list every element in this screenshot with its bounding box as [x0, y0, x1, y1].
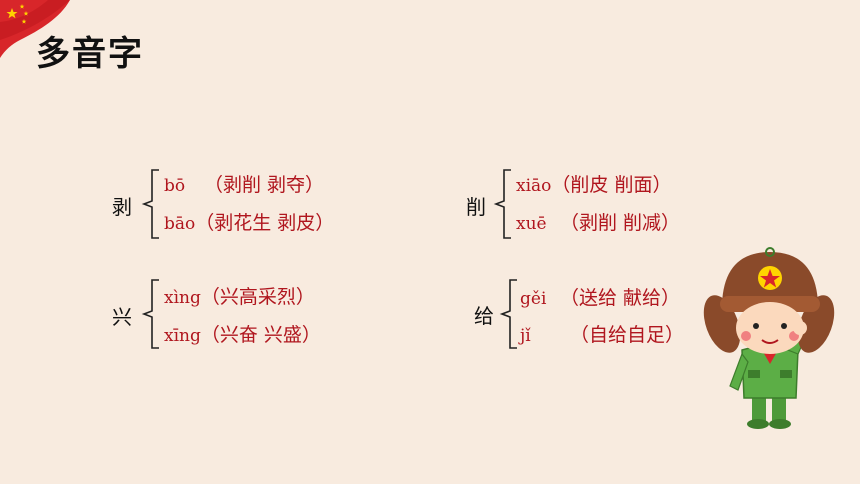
reading-line: bāo（剥花生 剥皮） [164, 208, 334, 235]
reading-line: gěi （送给 献给） [520, 283, 680, 310]
brace-icon [141, 169, 159, 239]
reading-line: xuē （剥削 削减） [516, 208, 680, 235]
pinyin: gěi [520, 289, 547, 309]
brace-icon [499, 279, 517, 349]
flag-icon [0, 0, 70, 58]
example-words: （送给 献给） [560, 287, 681, 309]
reading-line: xīng（兴奋 兴盛） [164, 320, 321, 347]
brace-icon [141, 279, 159, 349]
pinyin: bō [164, 176, 186, 196]
polyphone-char: 削 [466, 195, 486, 219]
example-words: （自给自足） [570, 324, 685, 346]
example-words: （剥削 削减） [560, 212, 681, 234]
pinyin: jǐ [520, 326, 531, 346]
pinyin: xiāo [516, 176, 552, 196]
pinyin: xìng [164, 288, 201, 308]
polyphone-char: 兴 [112, 305, 132, 329]
reading-line: xiāo（削皮 削面） [516, 170, 671, 197]
example-words: （剥花生 剥皮） [195, 212, 335, 234]
brace-icon [493, 169, 511, 239]
example-words: （削皮 削面） [551, 174, 672, 196]
cartoon-soldier-icon [703, 247, 835, 429]
reading-line: xìng（兴高采烈） [164, 282, 315, 309]
reading-line: bō （剥削 剥夺） [164, 170, 324, 197]
example-words: （兴高采烈） [200, 286, 315, 308]
example-words: （剥削 剥夺） [204, 174, 325, 196]
pinyin: bāo [164, 214, 196, 234]
example-words: （兴奋 兴盛） [200, 324, 321, 346]
polyphone-char: 给 [474, 304, 494, 328]
pinyin: xīng [164, 326, 201, 346]
pinyin: xuē [516, 214, 547, 234]
polyphone-char: 剥 [112, 195, 132, 219]
reading-line: jǐ （自给自足） [520, 320, 684, 347]
page-title: 多音字 [36, 34, 144, 74]
